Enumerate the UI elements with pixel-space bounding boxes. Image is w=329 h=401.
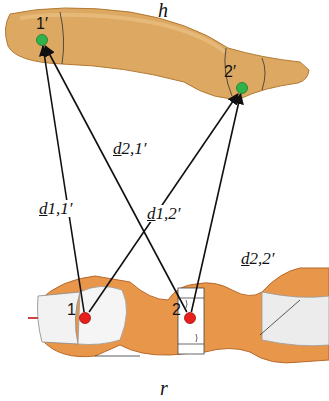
vector-label: d1,1′ (38, 200, 73, 217)
robot-end-cap (38, 292, 81, 344)
point-marker (36, 34, 48, 46)
point-number: 2 (172, 302, 181, 318)
distance-vector (191, 94, 240, 312)
point-number: 1′ (36, 16, 48, 32)
robot-dome (78, 286, 127, 344)
point-marker (184, 312, 196, 324)
part-label: h (158, 0, 168, 20)
distance-vector (43, 46, 84, 312)
vector-label: d2,1′ (112, 140, 147, 157)
point-marker (236, 82, 248, 94)
point-number: 1 (67, 302, 76, 318)
human-arm (5, 8, 309, 99)
vector-label: d1,2′ (146, 205, 181, 222)
point-number: 2′ (224, 64, 236, 80)
robot-arm (40, 268, 329, 363)
part-label: r (160, 378, 168, 398)
robot-collar (178, 288, 204, 354)
vector-label: d2,2′ (240, 250, 275, 267)
point-marker (79, 312, 91, 324)
